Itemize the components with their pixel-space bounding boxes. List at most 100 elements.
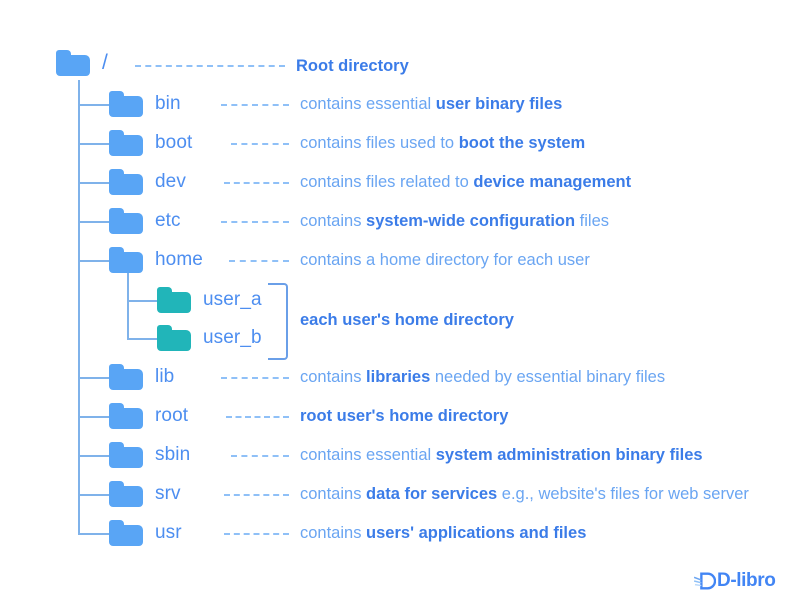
desc-text: contains essential — [300, 446, 436, 464]
desc-text: contains files related to — [300, 173, 474, 191]
node-description-boot: contains files used to boot the system — [300, 135, 585, 152]
tree-branch-user-a — [127, 300, 161, 302]
node-label-srv: srv — [155, 483, 181, 504]
node-description-home: contains a home directory for each user — [300, 252, 590, 269]
node-label-user-b: user_b — [203, 327, 262, 348]
connector-dots-sbin — [231, 455, 289, 457]
connector-dots-dev — [224, 182, 289, 184]
node-label-bin: bin — [155, 93, 181, 114]
folder-icon — [109, 169, 143, 195]
desc-bold: system administration binary files — [435, 446, 703, 464]
folder-icon — [109, 130, 143, 156]
folder-icon — [157, 287, 191, 313]
desc-bold: boot the system — [458, 134, 586, 152]
desc-text: contains essential — [300, 95, 436, 113]
connector-dots-root-dir — [226, 416, 289, 418]
node-description-etc: contains system-wide configuration files — [300, 213, 609, 230]
tree-row-lib[interactable]: lib — [109, 360, 174, 394]
node-label-boot: boot — [155, 132, 193, 153]
desc-bold: users' applications and files — [366, 524, 587, 542]
desc-text-tail: files — [575, 212, 610, 230]
tree-branch-sbin — [78, 455, 114, 457]
tree-row-home[interactable]: home — [109, 243, 203, 277]
tree-row-usr[interactable]: usr — [109, 516, 182, 550]
folder-icon — [109, 208, 143, 234]
folder-icon — [157, 325, 191, 351]
folder-icon — [109, 442, 143, 468]
connector-dots-lib — [221, 377, 289, 379]
desc-text: contains — [300, 212, 367, 230]
tree-row-root-dir[interactable]: root — [109, 399, 188, 433]
desc-text-tail: e.g., website's files for web server — [497, 485, 749, 503]
tree-subtrunk-home — [127, 272, 129, 339]
desc-text-tail: needed by essential binary files — [430, 368, 666, 386]
tree-trunk-line — [78, 80, 80, 535]
node-description-srv: contains data for services e.g., website… — [300, 486, 749, 503]
desc-text: contains — [300, 485, 367, 503]
tree-branch-srv — [78, 494, 114, 496]
tree-branch-boot — [78, 143, 114, 145]
brand-logo: D-libro — [694, 570, 776, 592]
tree-branch-dev — [78, 182, 114, 184]
folder-icon — [109, 520, 143, 546]
tree-row-user-b[interactable]: user_b — [157, 321, 262, 355]
folder-icon — [109, 481, 143, 507]
tree-branch-lib — [78, 377, 114, 379]
connector-dots-home — [229, 260, 289, 262]
brand-logo-text: D-libro — [717, 570, 776, 591]
node-label-root-dir: root — [155, 405, 189, 426]
node-label-etc: etc — [155, 210, 181, 231]
node-label-root: / — [102, 51, 108, 74]
tree-row-srv[interactable]: srv — [109, 477, 181, 511]
desc-bold: data for services — [366, 485, 498, 503]
connector-dots-etc — [221, 221, 289, 223]
node-description-usr: contains users' applications and files — [300, 525, 586, 542]
node-label-sbin: sbin — [155, 444, 191, 465]
tree-row-bin[interactable]: bin — [109, 87, 181, 121]
tree-row-dev[interactable]: dev — [109, 165, 186, 199]
node-label-lib: lib — [155, 366, 175, 387]
desc-text: contains — [300, 524, 367, 542]
tree-row-user-a[interactable]: user_a — [157, 283, 262, 317]
tree-row-boot[interactable]: boot — [109, 126, 192, 160]
user-group-bracket — [268, 283, 288, 360]
folder-icon — [56, 50, 90, 76]
folder-icon — [109, 91, 143, 117]
desc-text: contains files used to — [300, 134, 459, 152]
connector-dots-root — [135, 65, 285, 67]
connector-dots-boot — [231, 143, 289, 145]
node-label-dev: dev — [155, 171, 186, 192]
tree-branch-usr — [78, 533, 114, 535]
node-description-bin: contains essential user binary files — [300, 96, 562, 113]
desc-text: contains — [300, 368, 367, 386]
d-libro-logo-icon — [694, 572, 716, 590]
node-description-root: Root directory — [296, 57, 409, 75]
node-label-user-a: user_a — [203, 289, 262, 310]
folder-icon — [109, 403, 143, 429]
desc-bold: libraries — [366, 368, 431, 386]
folder-icon — [109, 247, 143, 273]
node-description-dev: contains files related to device managem… — [300, 174, 631, 191]
tree-row-sbin[interactable]: sbin — [109, 438, 190, 472]
desc-bold: user binary files — [435, 95, 563, 113]
tree-branch-bin — [78, 104, 114, 106]
tree-row-etc[interactable]: etc — [109, 204, 181, 238]
user-group-note: each user's home directory — [300, 311, 514, 329]
node-description-lib: contains libraries needed by essential b… — [300, 369, 665, 386]
connector-dots-srv — [224, 494, 289, 496]
tree-branch-user-b — [127, 338, 161, 340]
tree-row-root[interactable]: / — [56, 46, 108, 80]
desc-text: contains a home directory for each user — [300, 251, 590, 269]
connector-dots-bin — [221, 104, 289, 106]
desc-bold: device management — [473, 173, 632, 191]
node-description-sbin: contains essential system administration… — [300, 447, 703, 464]
node-label-home: home — [155, 249, 203, 270]
connector-dots-usr — [224, 533, 289, 535]
node-description-root-dir: root user's home directory — [300, 407, 509, 425]
tree-branch-home — [78, 260, 114, 262]
desc-bold: system-wide configuration — [366, 212, 576, 230]
tree-branch-root — [78, 416, 114, 418]
node-label-usr: usr — [155, 522, 182, 543]
folder-icon — [109, 364, 143, 390]
